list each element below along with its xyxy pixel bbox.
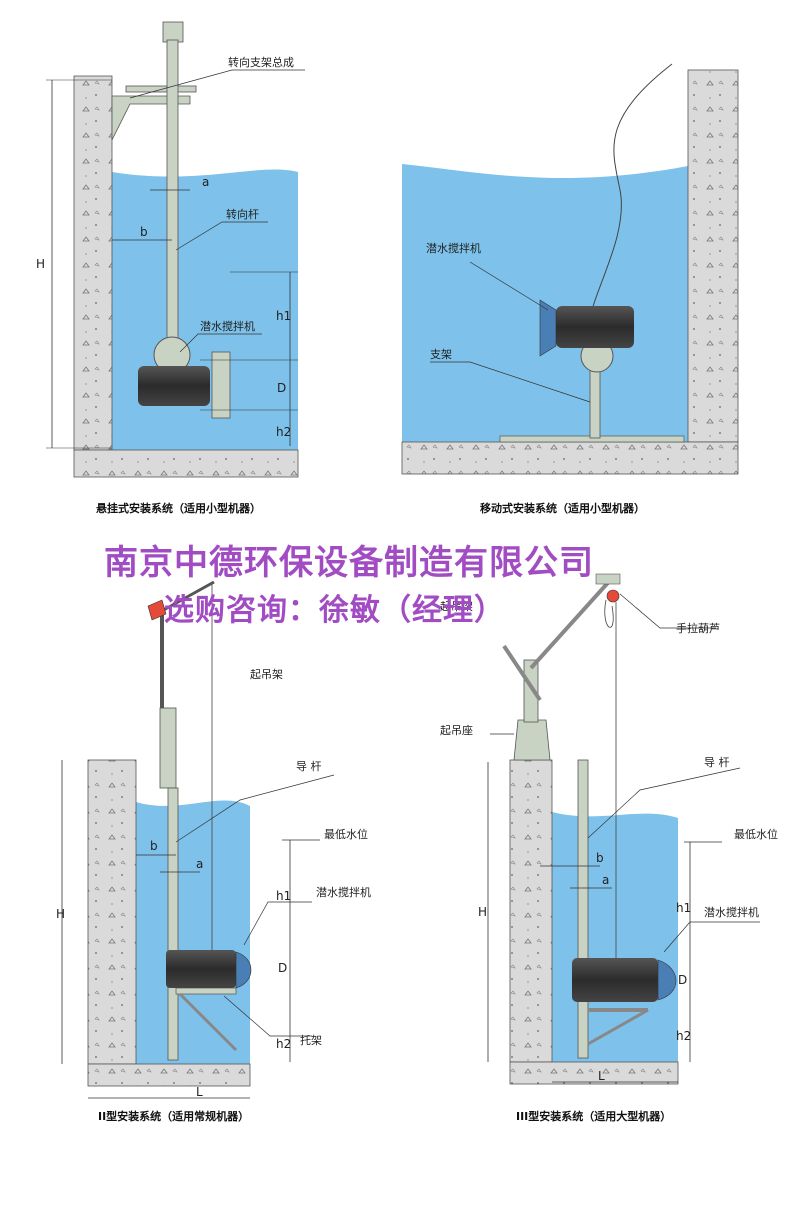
- water-p3: [136, 800, 250, 1064]
- watermark-contact: 选购咨询：徐敏（经理）: [164, 593, 505, 628]
- caption-p2: 移动式安装系统（适用小型机器）: [480, 501, 645, 515]
- mixer-motor-p4: [572, 958, 658, 1002]
- mixer-motor-p3: [166, 950, 236, 988]
- label-mixer-p4: 潜水搅拌机: [704, 905, 759, 919]
- power-cable: [591, 63, 673, 311]
- crane-base-p4: [513, 719, 551, 761]
- floor-p4: [509, 1061, 679, 1085]
- wall-p3: [87, 759, 137, 1065]
- steering-rod: [166, 39, 179, 346]
- floor-p3: [87, 1063, 251, 1087]
- label-bracket-p3: 托架: [300, 1033, 322, 1047]
- label-guide-p3: 导 杆: [296, 759, 322, 773]
- label-min-level-p4: 最低水位: [734, 827, 778, 841]
- label-mixer-p3: 潜水搅拌机: [316, 885, 371, 899]
- dim-a-p4: a: [602, 873, 609, 887]
- guide-rod-p4: [577, 759, 589, 1059]
- watermark-company: 南京中德环保设备制造有限公司: [104, 543, 594, 583]
- floor-p2: [401, 441, 739, 475]
- label-crane-p3: 起吊架: [250, 668, 283, 681]
- dim-L-p4: L: [598, 1069, 605, 1083]
- crane-post-p3: [159, 707, 177, 789]
- dim-H-p1: H: [36, 257, 45, 271]
- wall-p4: [509, 759, 553, 1063]
- dim-a-p1: a: [202, 175, 209, 189]
- support-stand: [589, 361, 601, 439]
- dim-h2-p3: h2: [276, 1037, 291, 1051]
- label-mixer-p1: 潜水搅拌机: [200, 319, 255, 333]
- caption-p1: 悬挂式安装系统（适用小型机器）: [95, 501, 261, 515]
- dim-h2-p1: h2: [276, 425, 291, 439]
- wall-p2: [687, 69, 739, 443]
- panel-type-iii: 起吊架 手拉葫芦 起吊座 导 杆 最低水位 潜水搅拌机 b a H h1 D h…: [440, 573, 778, 1123]
- dim-D-p1: D: [277, 381, 286, 395]
- label-min-level-p3: 最低水位: [324, 827, 368, 841]
- panel-suspended: 转向支架总成 转向杆 潜水搅拌机 a b H h1 D h2 悬挂式安装系统（适…: [36, 21, 305, 515]
- mixer-motor-p2: [556, 306, 634, 348]
- dim-h1-p4: h1: [676, 901, 691, 915]
- floor-p1: [73, 449, 299, 478]
- panel-type-ii: 起吊架 导 杆 最低水位 潜水搅拌机 托架 b a H h1 D h2 L II…: [56, 580, 371, 1123]
- wall-p1: [73, 75, 113, 451]
- guide-rod-p3: [167, 787, 179, 1061]
- dim-H-p4: H: [478, 905, 487, 919]
- water-p4: [552, 812, 678, 1062]
- dim-h1-p3: h1: [276, 889, 291, 903]
- panel-movable: 潜水搅拌机 支架 移动式安装系统（适用小型机器）: [401, 63, 739, 515]
- label-bracket-assembly: 转向支架总成: [228, 55, 294, 69]
- dim-H-p3: H: [56, 907, 65, 921]
- label-mixer-p2: 潜水搅拌机: [426, 241, 481, 255]
- dim-D-p3: D: [278, 961, 287, 975]
- label-hoist: 手拉葫芦: [676, 621, 720, 635]
- dim-h2-p4: h2: [676, 1029, 691, 1043]
- mixer-motor-p1: [138, 366, 210, 406]
- dim-D-p4: D: [678, 973, 687, 987]
- dim-a-p3: a: [196, 857, 203, 871]
- caption-p3: II型安装系统（适用常规机器）: [98, 1109, 249, 1123]
- label-steering-rod: 转向杆: [226, 207, 259, 221]
- label-base: 起吊座: [440, 723, 473, 737]
- label-support: 支架: [430, 348, 452, 361]
- label-crane-p4: 起吊架: [440, 600, 473, 613]
- label-guide-p4: 导 杆: [704, 755, 730, 769]
- dim-L-p3: L: [196, 1085, 203, 1099]
- dim-b-p3: b: [150, 839, 158, 853]
- caption-p4: III型安装系统（适用大型机器）: [516, 1109, 671, 1123]
- dim-b-p4: b: [596, 851, 604, 865]
- dim-b-p1: b: [140, 225, 148, 239]
- dim-h1-p1: h1: [276, 309, 291, 323]
- water-p1: [112, 169, 298, 450]
